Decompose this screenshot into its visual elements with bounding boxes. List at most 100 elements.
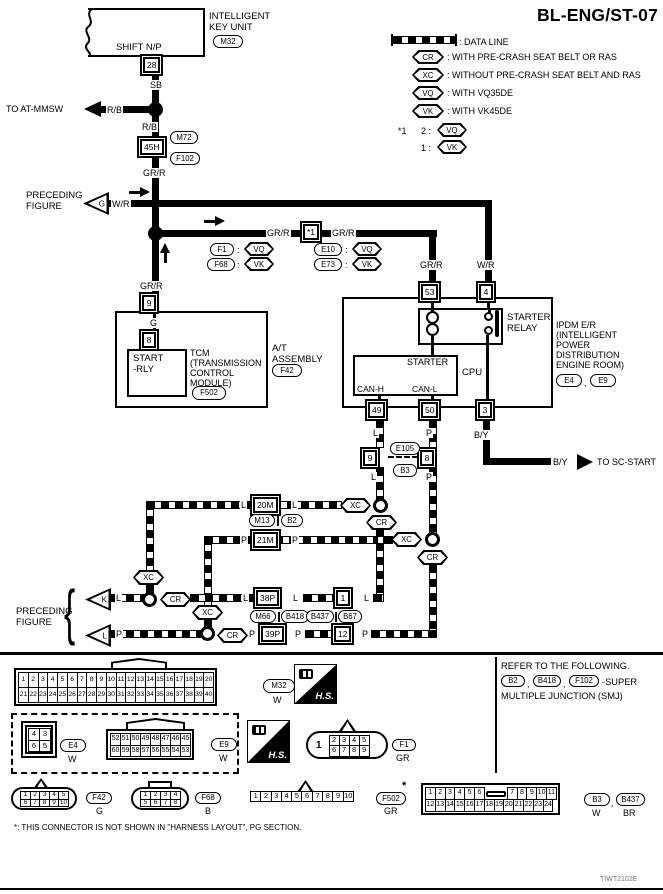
wire-segment <box>431 336 434 345</box>
connector-color-m32: W <box>273 695 282 705</box>
arrow-left-icon <box>84 101 101 117</box>
wire-label-l: L <box>242 593 250 603</box>
comma: , <box>584 378 587 388</box>
bottom-rule <box>0 888 663 890</box>
data-wire-cr-drop <box>429 564 437 634</box>
pin-cell: 10 <box>342 791 354 802</box>
wire-grr-down <box>429 230 436 283</box>
colon: : <box>345 260 348 270</box>
variant-tag-cr: CR <box>366 515 397 530</box>
comma: , <box>611 798 614 808</box>
terminal-53: 53 <box>418 281 442 303</box>
wire-by <box>483 458 551 465</box>
page-title: BL-ENG/ST-07 <box>536 5 658 25</box>
wire-grr-tcm <box>152 237 159 294</box>
connector-color-e9: W <box>219 753 228 763</box>
connector-color-b3: W <box>592 808 601 818</box>
variant-tag-xc: XC <box>133 570 164 585</box>
pin-gap-bar <box>484 787 508 800</box>
arrow-right-icon <box>140 187 150 197</box>
terminal-8-smj: 8 <box>417 447 437 469</box>
connector-oval-m72: M72 <box>170 131 198 144</box>
start-rly-label: START -RLY <box>133 353 164 375</box>
wire-label-g: G <box>149 318 159 328</box>
connector-oval-e10: E10 <box>314 243 342 256</box>
dashed-group-box <box>11 713 239 774</box>
wire-label-p: P <box>291 535 300 545</box>
terminal-21m: 21M <box>250 529 281 551</box>
wire-label-l: L <box>240 500 248 510</box>
data-wire-left-drop <box>146 501 154 573</box>
wire-segment <box>378 396 381 401</box>
wavy-edge <box>85 8 93 57</box>
data-line-symbol-tick <box>455 34 457 46</box>
connector-pointer <box>339 719 356 731</box>
connector-oval-f68: F68 <box>195 792 221 804</box>
flow-arrow-stem <box>204 220 215 223</box>
wire-label-wr: W/R <box>111 199 131 209</box>
connector-oval-f502: F502 <box>376 792 406 805</box>
connector-color-f502: GR <box>384 806 398 816</box>
wire-wr-down <box>485 200 492 283</box>
terminal-3: 3 <box>475 399 495 421</box>
wire-segment <box>431 345 434 355</box>
data-wire-l <box>376 467 384 502</box>
wire-label-grr: GR/R <box>419 260 444 270</box>
wire-label-p: P <box>115 629 124 639</box>
smj-dash-separator <box>335 612 337 622</box>
variant-tag-vk: VK <box>244 257 274 271</box>
starter-label: STARTER <box>407 357 449 367</box>
connector-oval-m13: M13 <box>249 514 275 527</box>
variant-tag-xc: XC <box>391 532 422 547</box>
legend-option1: 1 : <box>421 143 432 153</box>
open-junction <box>200 626 215 641</box>
connector-tab <box>111 658 167 670</box>
wire-label-p: P <box>425 472 434 482</box>
wire-label-p: P <box>425 428 434 438</box>
terminal-8-tcm: 8 <box>139 329 159 351</box>
footer-vertical-divider <box>495 657 497 773</box>
relay-contact-icon <box>484 312 493 321</box>
to-sc-start-label: TO SC-START <box>597 457 657 467</box>
terminal-45h: 45H <box>137 136 167 158</box>
wire-segment <box>431 302 434 309</box>
data-wire-rowl <box>371 630 437 638</box>
wire-label-p: P <box>248 629 257 639</box>
wire-label-l: L <box>291 500 299 510</box>
connector-oval-f1: F1 <box>210 243 234 256</box>
data-wire-rowk <box>373 594 384 602</box>
relay-coil-icon <box>426 323 439 336</box>
terminal-28: 28 <box>140 54 164 76</box>
wire-label-grr: GR/R <box>266 228 291 238</box>
at-assembly-label: A/T ASSEMBLY <box>272 343 323 365</box>
wire-label-l: L <box>115 593 123 603</box>
pin-cell: 9 <box>358 745 370 757</box>
pin-cell: 5 <box>39 739 51 752</box>
preceding-figure-triangle-g: G <box>83 192 109 215</box>
colon: : <box>345 245 348 255</box>
variant-tag-cr: CR <box>217 628 248 643</box>
pin-cell: 53 <box>180 744 191 757</box>
connector-oval-b2: B2 <box>281 514 303 527</box>
intelligent-key-unit-label: INTELLIGENT KEY UNIT <box>209 11 271 33</box>
to-at-mmsw-label: TO AT-MMSW <box>6 104 64 114</box>
terminal-9-tcm: 9 <box>139 292 159 314</box>
wire-label-l: L <box>363 593 371 603</box>
connector-oval-f68: F68 <box>207 258 235 271</box>
wire-segment <box>487 302 490 309</box>
legend-data-line-label: : DATA LINE <box>459 37 509 47</box>
terminal-1: 1 <box>333 587 353 609</box>
legend-cr-tag: CR <box>412 50 444 64</box>
terminal-38p: 38P <box>253 587 283 609</box>
wire-segment <box>488 308 491 313</box>
preceding-figure-triangle-l: L <box>85 624 111 647</box>
variant-tag-cr: CR <box>417 550 448 565</box>
legend-vk-tag: VK <box>437 140 467 154</box>
starter-relay-label: STARTER RELAY <box>507 312 551 334</box>
wire-label-grr: GR/R <box>139 281 164 291</box>
